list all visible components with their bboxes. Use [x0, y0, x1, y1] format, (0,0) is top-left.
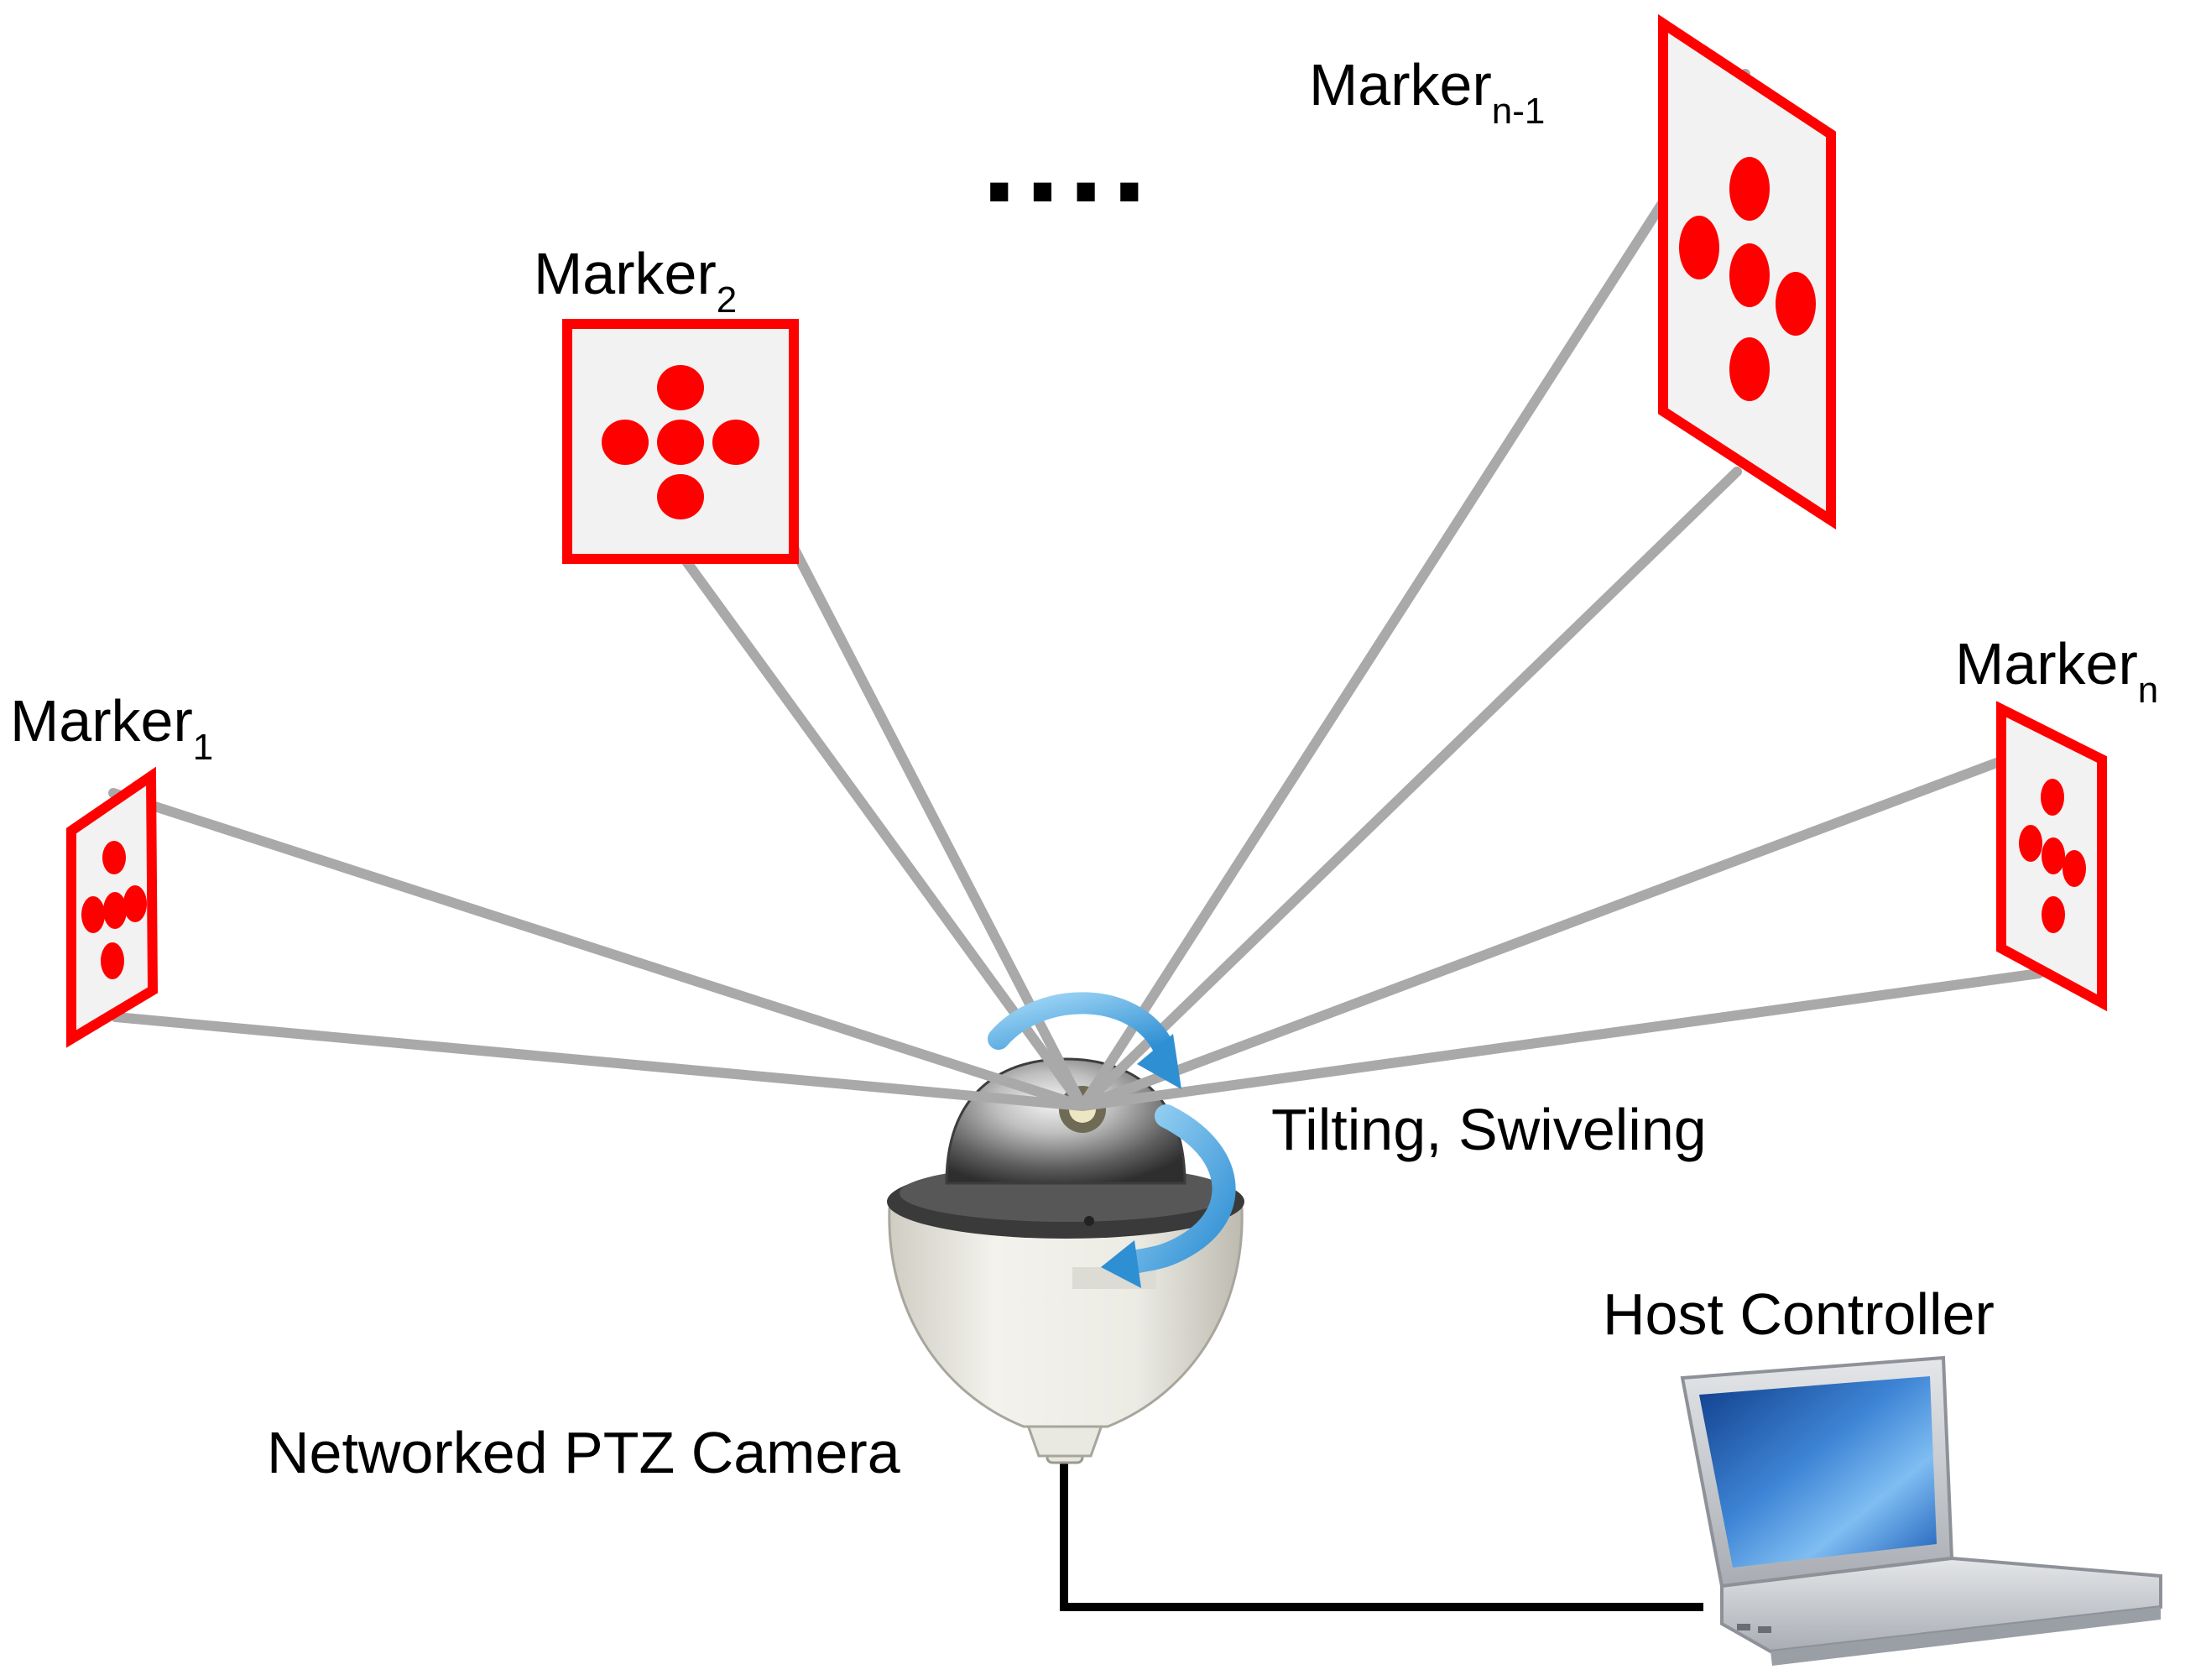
marker-1-label-base: Marker: [10, 688, 193, 754]
marker-2-label-sub: 2: [717, 279, 737, 321]
marker-n-1-label-base: Marker: [1309, 52, 1492, 117]
marker-2-label: Marker2: [534, 241, 737, 321]
sightline-marker1-top: [108, 788, 1087, 1111]
laptop-icon: [1680, 1355, 2162, 1666]
marker-1-label-sub: 1: [193, 727, 213, 768]
host-controller-label: Host Controller: [1603, 1281, 1995, 1347]
camera-label: Networked PTZ Camera: [267, 1420, 900, 1485]
marker-n-1-label: Markern-1: [1309, 52, 1545, 132]
ellipsis-label: ....: [982, 87, 1155, 228]
network-cable: [1060, 1456, 1703, 1611]
marker-2: [562, 319, 799, 564]
marker-n-label-sub: n: [2138, 670, 2158, 711]
sightline-markern-top: [1077, 742, 2044, 1111]
marker-n-1: [1658, 13, 1836, 530]
marker-n: [1996, 701, 2107, 1012]
sightline-markern1-top: [1077, 69, 1750, 1111]
rotation-arrows-icon: [988, 992, 1236, 1288]
sightline-marker1-bottom: [111, 1012, 1087, 1111]
marker-n-1-label-sub: n-1: [1492, 91, 1546, 132]
sight-lines: [108, 69, 2044, 1111]
sightline-markern1-bottom: [1077, 467, 1742, 1111]
motion-label: Tilting, Swiveling: [1271, 1097, 1707, 1162]
marker-2-label-base: Marker: [534, 241, 717, 306]
sightline-markern-bottom: [1077, 968, 2044, 1111]
marker-1-label: Marker1: [10, 688, 213, 768]
marker-n-label: Markern: [1955, 631, 2158, 711]
marker-1: [66, 766, 159, 1048]
marker-n-label-base: Marker: [1955, 631, 2138, 697]
